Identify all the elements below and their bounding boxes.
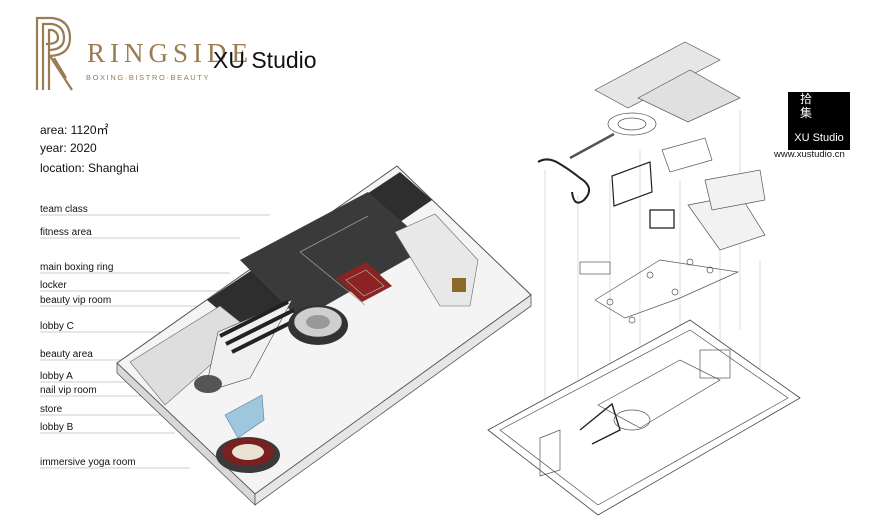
- studio-name: XU Studio: [213, 47, 317, 73]
- label-locker: locker: [40, 280, 67, 291]
- label-lobby-a: lobby A: [40, 371, 73, 382]
- label-lobby-b: lobby B: [40, 422, 74, 433]
- studio-logo-block: [788, 92, 850, 150]
- studio-logo-glyphs: 拾集: [800, 92, 813, 120]
- label-fitness-area: fitness area: [40, 227, 92, 238]
- label-leader-lines: [40, 214, 270, 469]
- studio-logo-name: XU Studio: [794, 132, 844, 144]
- label-nail-vip-room: nail vip room: [40, 385, 97, 396]
- label-main-boxing-ring: main boxing ring: [40, 262, 114, 273]
- label-lobby-c: lobby C: [40, 321, 74, 332]
- info-location: location: Shanghai: [40, 161, 139, 175]
- ringside-logo-icon: [35, 16, 73, 91]
- label-beauty-area: beauty area: [40, 349, 93, 360]
- info-area: area: 1120㎡: [40, 123, 109, 137]
- label-immersive-yoga-room: immersive yoga room: [40, 457, 136, 468]
- label-store: store: [40, 404, 63, 415]
- brand-tagline: BOXING·BISTRO·BEAUTY: [86, 73, 211, 82]
- label-team-class: team class: [40, 204, 88, 215]
- label-beauty-vip-room: beauty vip room: [40, 295, 112, 306]
- info-year: year: 2020: [40, 141, 97, 155]
- isometric-floor-plan: [116, 165, 532, 506]
- exploded-axonometric: [487, 41, 801, 516]
- website-url: www.xustudio.cn: [774, 149, 845, 160]
- brand-name: RINGSIDE: [87, 38, 253, 68]
